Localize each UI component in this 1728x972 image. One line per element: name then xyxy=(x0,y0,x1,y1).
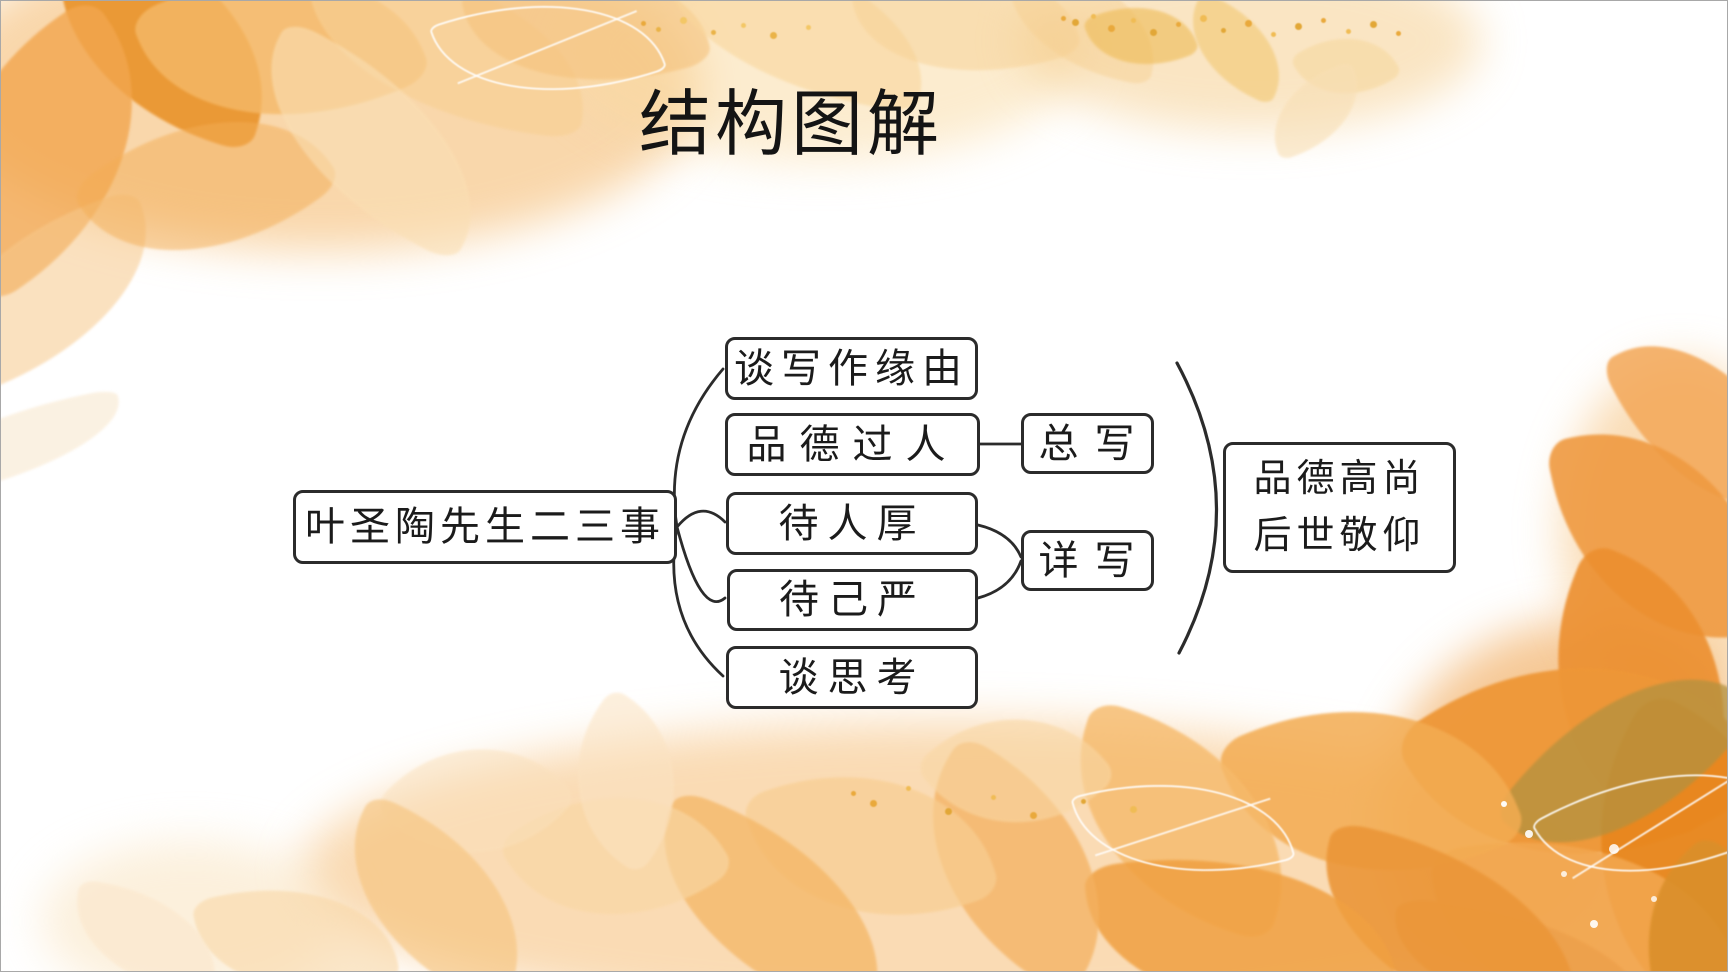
branch-node-thoughts: 谈思考 xyxy=(726,646,978,709)
branch-node-label: 品德过人 xyxy=(746,421,959,467)
method-node-label: 详写 xyxy=(1038,537,1151,583)
root-node-label: 叶圣陶先生二三事 xyxy=(305,504,665,549)
branch-node-kind-to-others: 待人厚 xyxy=(726,492,978,555)
gold-speckles xyxy=(641,21,646,26)
connector-root-to-branch-3 xyxy=(675,509,727,529)
method-node-label: 总写 xyxy=(1038,420,1151,466)
method-node-general-writing: 总写 xyxy=(1021,413,1154,474)
branch-node-label: 谈写作缘由 xyxy=(734,345,969,391)
branch-node-label: 待人厚 xyxy=(778,500,926,546)
white-sparkles xyxy=(1501,801,1507,807)
branch-node-writing-reason: 谈写作缘由 xyxy=(725,337,978,400)
gold-speckles xyxy=(851,791,856,796)
connector-root-to-branch-5 xyxy=(672,525,725,678)
conclusion-line-2: 后世敬仰 xyxy=(1253,514,1426,557)
connector-root-to-branch-1 xyxy=(672,367,725,529)
leaf-decoration xyxy=(1,387,131,505)
connector-branch3-to-xiangxie xyxy=(976,523,1023,559)
gold-speckles xyxy=(1061,16,1066,21)
connector-branch4-to-xiangxie xyxy=(976,559,1023,600)
closing-brace-curve xyxy=(1175,361,1219,655)
conclusion-node: 品德高尚 后世敬仰 xyxy=(1223,442,1456,573)
branch-node-outstanding-virtue: 品德过人 xyxy=(725,413,980,476)
branch-node-label: 谈思考 xyxy=(778,654,926,700)
conclusion-line-1: 品德高尚 xyxy=(1253,457,1426,500)
connector-root-to-branch-4 xyxy=(675,525,727,603)
branch-node-label: 待己严 xyxy=(779,577,926,622)
method-node-detailed-writing: 详写 xyxy=(1021,530,1154,591)
branch-node-strict-to-self: 待己严 xyxy=(727,569,978,631)
slide-title: 结构图解 xyxy=(638,85,943,165)
root-node: 叶圣陶先生二三事 xyxy=(293,490,677,564)
